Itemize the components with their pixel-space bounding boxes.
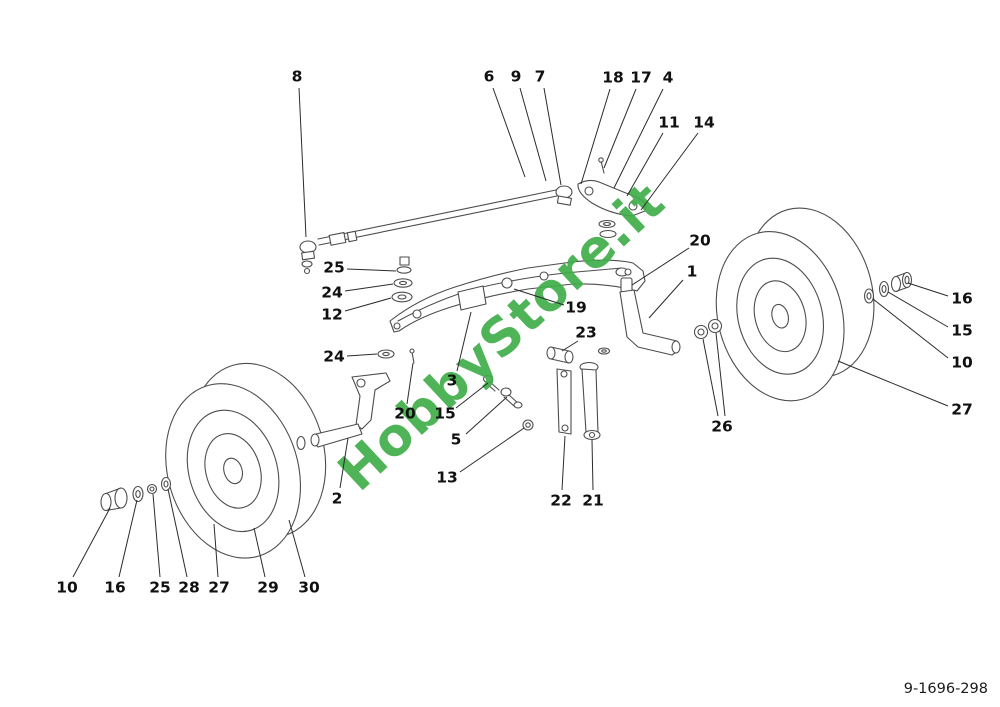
- right-wheel-drawing: [715, 207, 875, 402]
- tie-rod-drawing: [299, 185, 573, 275]
- right-hub-hardware-drawing: [863, 271, 913, 304]
- left-hub-hardware-drawing: [100, 476, 172, 512]
- right-spindle-drawing: [619, 268, 681, 356]
- diagram-part-code: 9-1696-298: [903, 681, 988, 697]
- steering-arm-drawing: [577, 157, 647, 239]
- left-wheel-drawing: [165, 362, 327, 559]
- axle-beam-drawing: [389, 259, 646, 333]
- linkage-parts-drawing: [482, 318, 723, 441]
- pivot-hardware-drawing: [377, 256, 415, 364]
- left-spindle-drawing: [296, 372, 391, 451]
